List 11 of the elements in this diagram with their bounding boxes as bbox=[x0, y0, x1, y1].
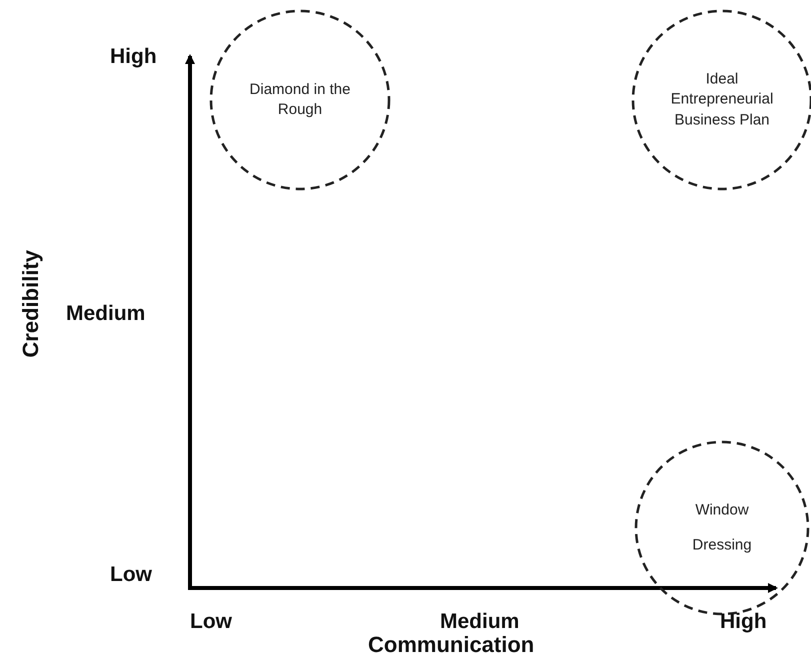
axis-tick-label: Medium bbox=[66, 302, 146, 326]
quadrant-label: Window Dressing bbox=[691, 500, 753, 555]
axis-tick-label: Low bbox=[110, 563, 152, 587]
axis-tick-label: Low bbox=[190, 610, 232, 634]
axis-tick-label: Medium bbox=[440, 610, 520, 634]
axis-tick-label: High bbox=[110, 45, 157, 69]
axis-tick-label: High bbox=[720, 610, 767, 634]
axis-title: Communication bbox=[368, 632, 534, 658]
axis-title: Credibility bbox=[18, 250, 44, 358]
quadrant-label: Ideal Entrepreneurial Business Plan bbox=[670, 70, 774, 130]
quadrant-label: Diamond in the Rough bbox=[248, 80, 352, 120]
